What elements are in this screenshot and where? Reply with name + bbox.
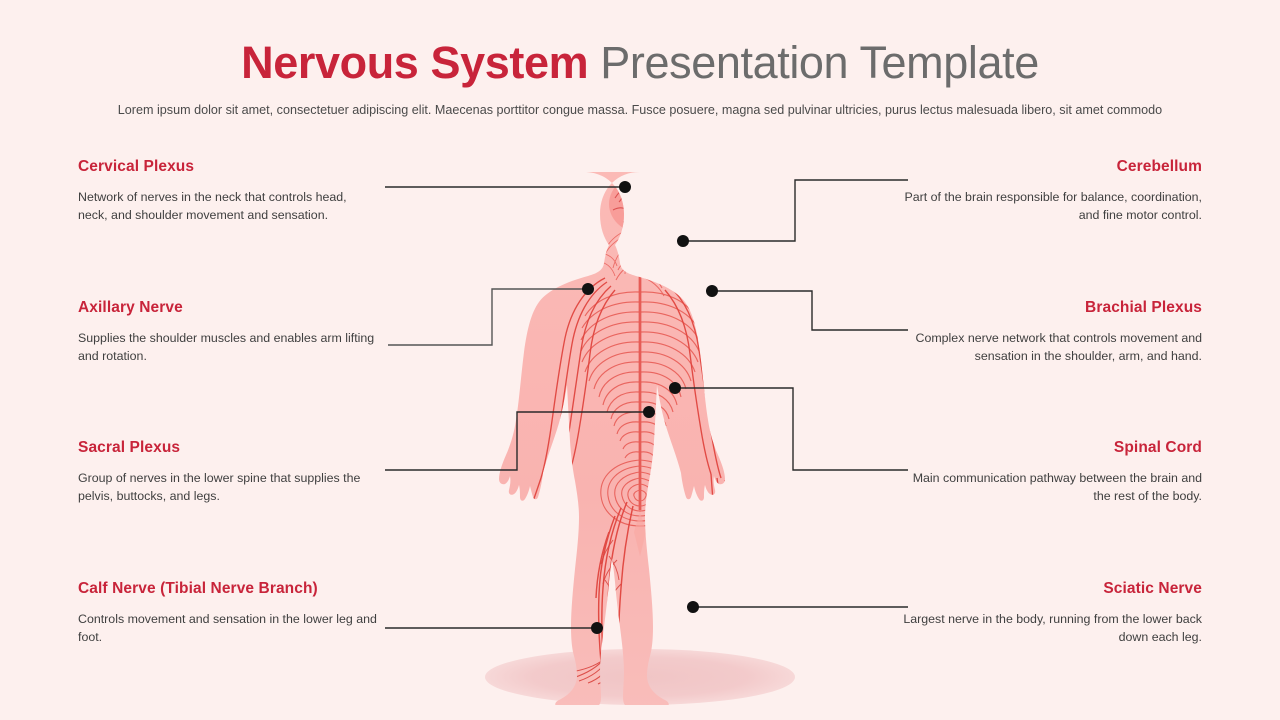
callout-description: Supplies the shoulder muscles and enable… <box>78 331 375 363</box>
callout-description: Group of nerves in the lower spine that … <box>78 471 361 503</box>
callout-brachial-plexus[interactable]: Brachial Plexus Complex nerve network th… <box>902 298 1203 365</box>
callout-description: Part of the brain responsible for balanc… <box>904 190 1202 222</box>
callout-title: Sacral Plexus <box>78 439 181 456</box>
callout-cerebellum[interactable]: Cerebellum Part of the brain responsible… <box>902 157 1202 224</box>
callout-calf-nerve[interactable]: Calf Nerve (Tibial Nerve Branch) Control… <box>78 579 378 646</box>
callout-title: Cerebellum <box>1116 158 1202 175</box>
callout-description: Controls movement and sensation in the l… <box>78 612 377 644</box>
slide-header: Nervous System Presentation Template Lor… <box>0 0 1280 119</box>
callout-cervical-plexus[interactable]: Cervical Plexus Network of nerves in the… <box>78 157 378 224</box>
callout-title: Calf Nerve (Tibial Nerve Branch) <box>78 580 318 597</box>
page-title: Nervous System Presentation Template <box>0 34 1280 92</box>
callout-axillary-nerve[interactable]: Axillary Nerve Supplies the shoulder mus… <box>78 298 378 365</box>
brain <box>609 173 685 249</box>
page-title-plain: Presentation Template <box>588 37 1039 88</box>
body-silhouette <box>499 172 725 705</box>
callout-description: Complex nerve network that controls move… <box>915 331 1203 363</box>
page-subtitle: Lorem ipsum dolor sit amet, consectetuer… <box>117 103 1163 117</box>
callout-description: Network of nerves in the neck that contr… <box>78 190 347 222</box>
page-title-accent: Nervous System <box>241 37 589 88</box>
callout-spinal-cord[interactable]: Spinal Cord Main communication pathway b… <box>902 438 1202 505</box>
callout-title: Cervical Plexus <box>78 158 195 175</box>
callout-sacral-plexus[interactable]: Sacral Plexus Group of nerves in the low… <box>78 438 378 505</box>
callout-description: Largest nerve in the body, running from … <box>903 612 1202 644</box>
callout-title: Sciatic Nerve <box>1103 580 1202 597</box>
nervous-system-figure <box>455 160 825 705</box>
callout-title: Axillary Nerve <box>78 299 183 316</box>
callout-sciatic-nerve[interactable]: Sciatic Nerve Largest nerve in the body,… <box>902 579 1202 646</box>
callout-title: Brachial Plexus <box>1085 299 1202 316</box>
callout-title: Spinal Cord <box>1113 439 1202 456</box>
callout-description: Main communication pathway between the b… <box>912 471 1202 503</box>
